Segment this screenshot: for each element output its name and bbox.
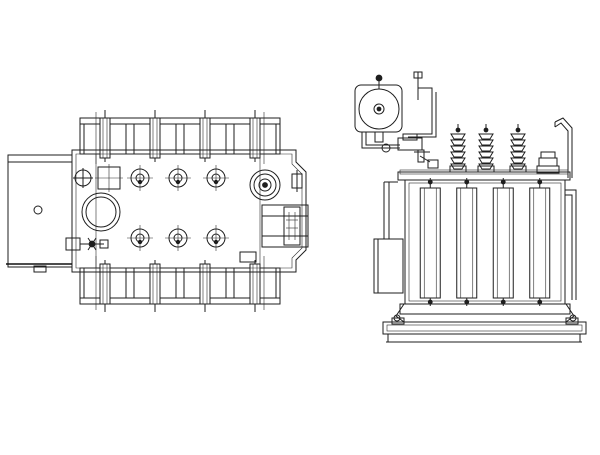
bushing-plan-6 xyxy=(203,225,229,251)
bushing-front-2 xyxy=(477,124,495,173)
radiator-panel-front-4 xyxy=(529,178,551,306)
radiator-top-1 xyxy=(83,110,127,162)
radiator-bottom-3 xyxy=(183,260,227,312)
lv-bushing xyxy=(536,151,560,174)
bushing-plan-3 xyxy=(203,165,229,191)
base-frame xyxy=(382,303,587,343)
radiator-bottom-4 xyxy=(233,260,277,312)
bushing-front-1 xyxy=(449,124,467,173)
control-cabinet xyxy=(6,154,73,273)
bottom-radiator-bank xyxy=(79,260,281,312)
radiator-panel-front-2 xyxy=(456,178,478,306)
small-fitting-plan xyxy=(291,170,303,192)
radiator-panel-front-3 xyxy=(492,178,514,306)
bushing-front-3 xyxy=(509,124,527,173)
square-flange xyxy=(95,164,123,192)
pressure-relief-pipe xyxy=(554,117,573,178)
control-box-front xyxy=(373,181,404,294)
conservator-valve xyxy=(413,71,423,100)
hv-bushings-front xyxy=(449,124,527,173)
radiator-panel-front-1 xyxy=(419,178,441,306)
breather-assembly xyxy=(414,149,439,169)
front-elevation-view xyxy=(354,71,587,343)
cabinet-lock-icon xyxy=(33,205,43,215)
inspection-cover xyxy=(81,192,121,232)
tank-outline-plan xyxy=(71,149,307,273)
pressure-gauge xyxy=(354,74,403,143)
manhole-marker xyxy=(73,168,93,188)
hv-bushings-plan xyxy=(127,165,229,251)
radiator-top-2 xyxy=(133,110,177,162)
buchholz-relay xyxy=(381,133,423,153)
bushing-plan-1 xyxy=(127,165,153,191)
bushing-plan-4 xyxy=(127,225,153,251)
radiator-panels-front xyxy=(419,178,551,306)
top-radiator-bank xyxy=(79,110,281,310)
plan-view xyxy=(6,110,309,312)
bushing-plan-2 xyxy=(165,165,191,191)
tank-body-front xyxy=(404,179,566,305)
ladder-plan xyxy=(261,204,309,248)
tap-changer-cover xyxy=(249,169,281,201)
valve-assembly-plan xyxy=(65,237,109,251)
bushing-plan-5 xyxy=(165,225,191,251)
